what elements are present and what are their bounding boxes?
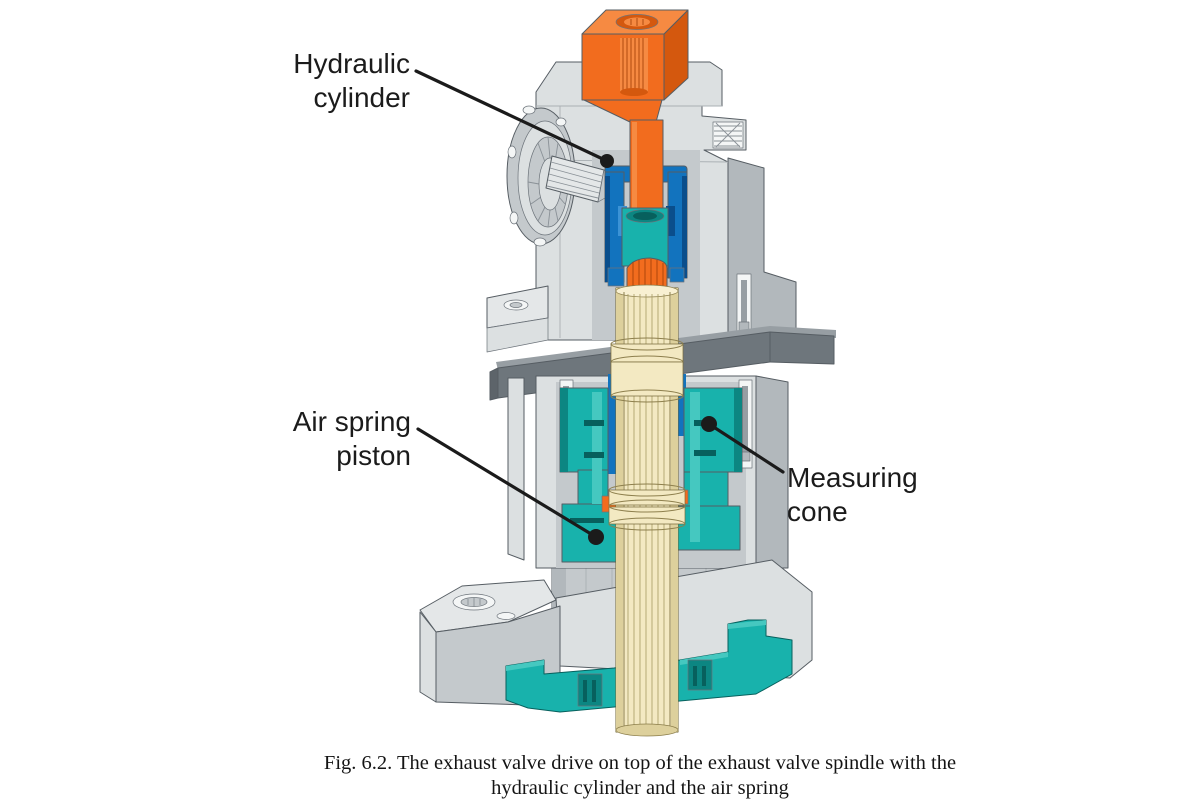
leader-air-spring-piston xyxy=(416,427,598,539)
label-air-spring-piston-line1: Air spring xyxy=(292,406,411,437)
figure-caption-line1: Fig. 6.2. The exhaust valve drive on top… xyxy=(323,752,957,774)
hydraulic-cylinder-part xyxy=(604,165,688,287)
label-measuring-cone: Measuring cone xyxy=(787,461,1007,529)
leader-dot-hydraulic-cylinder xyxy=(600,154,614,168)
label-air-spring-piston-line2: piston xyxy=(336,440,411,471)
valve-spindle xyxy=(608,284,686,737)
leader-measuring-cone xyxy=(707,422,785,474)
leader-lines xyxy=(414,69,785,545)
left-bracket xyxy=(486,285,549,353)
figure-caption: Fig. 6.2. The exhaust valve drive on top… xyxy=(280,751,1000,801)
measuring-cone-part xyxy=(673,387,743,551)
leader-hydraulic-cylinder xyxy=(414,69,609,163)
leader-dot-measuring-cone xyxy=(701,416,717,432)
leader-dot-air-spring-piston xyxy=(588,529,604,545)
label-hydraulic-cylinder-line2: cylinder xyxy=(313,82,410,113)
figure-caption-line2: hydraulic cylinder and the air spring xyxy=(491,777,789,799)
label-hydraulic-cylinder-line1: Hydraulic xyxy=(293,48,410,79)
label-air-spring-piston: Air spring piston xyxy=(211,405,411,473)
label-measuring-cone-line2: cone xyxy=(787,496,848,527)
label-measuring-cone-line1: Measuring xyxy=(787,462,918,493)
hydraulic-piston xyxy=(621,207,669,289)
label-hydraulic-cylinder: Hydraulic cylinder xyxy=(210,47,410,115)
side-flange xyxy=(506,105,611,247)
actuator-block xyxy=(581,9,689,211)
